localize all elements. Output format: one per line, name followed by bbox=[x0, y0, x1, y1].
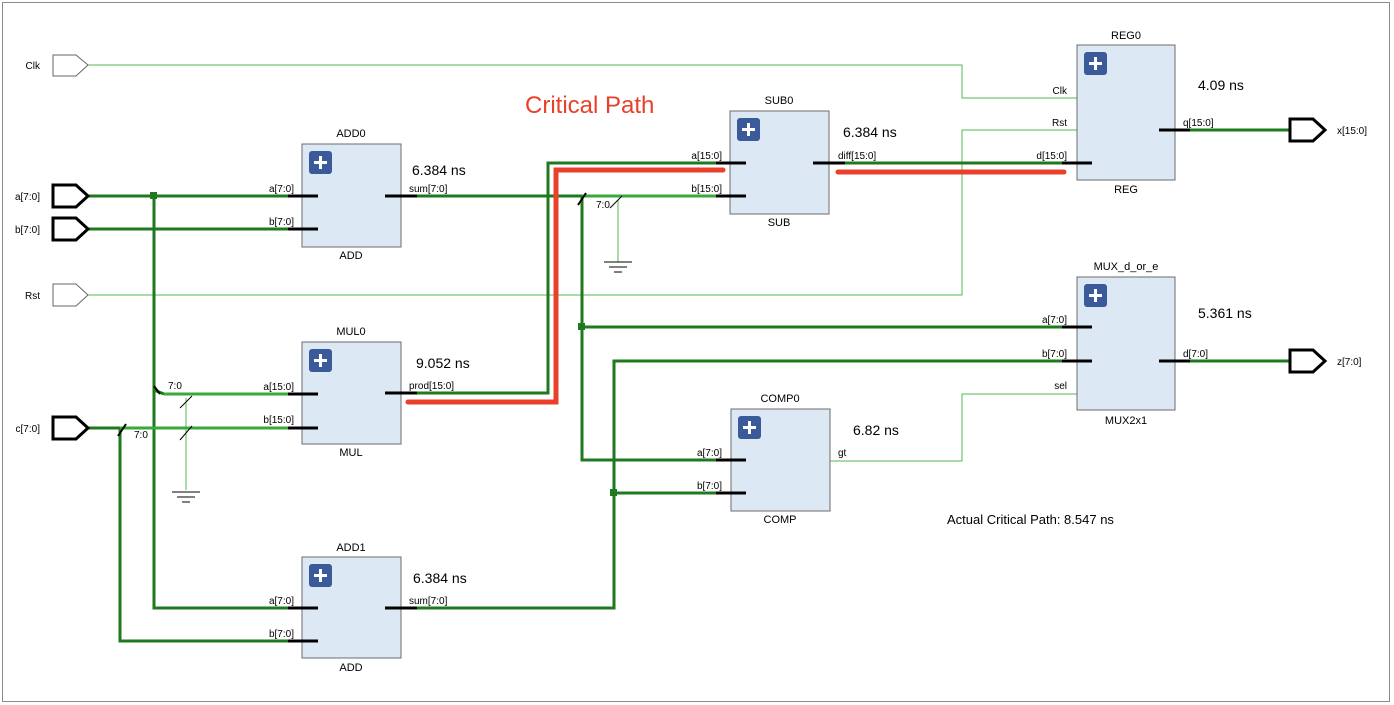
port-label: Clk bbox=[26, 61, 41, 72]
port-label: b[7:0] bbox=[15, 225, 40, 236]
block-name: COMP0 bbox=[760, 393, 799, 405]
block-name: SUB0 bbox=[765, 95, 794, 107]
sum1-wire bbox=[417, 359, 1078, 610]
block-mux[interactable]: MUX_d_or_e a[7:0] b[7:0] sel d[7:0] MUX2… bbox=[1042, 261, 1208, 427]
pin-label: b[7:0] bbox=[697, 481, 722, 492]
pin-label: b[7:0] bbox=[269, 629, 294, 640]
pin-label: Clk bbox=[1053, 86, 1068, 97]
block-name: REG0 bbox=[1111, 30, 1141, 42]
pin-label: sel bbox=[1054, 381, 1067, 392]
block-name: MUL0 bbox=[336, 326, 365, 338]
block-reg0[interactable]: REG0 Clk Rst d[15:0] q[15:0] REG bbox=[1036, 30, 1213, 196]
pin-label: b[15:0] bbox=[263, 415, 294, 426]
port-c[interactable]: c[7:0] bbox=[16, 415, 91, 441]
rst-wire bbox=[88, 129, 1078, 296]
timing-label: 5.361 ns bbox=[1198, 305, 1252, 321]
port-label: a[7:0] bbox=[15, 192, 40, 203]
ground-icon bbox=[604, 261, 632, 273]
pin-label: sum[7:0] bbox=[409, 184, 448, 195]
timing-label: 6.384 ns bbox=[843, 124, 897, 140]
block-type: MUL bbox=[339, 447, 362, 459]
pin-label: b[7:0] bbox=[1042, 349, 1067, 360]
port-z[interactable]: z[7:0] bbox=[1288, 348, 1362, 374]
a-to-add1-wire bbox=[152, 196, 288, 610]
block-add0[interactable]: ADD0 a[7:0] b[7:0] sum[7:0] ADD bbox=[269, 128, 448, 262]
slice-label: 7:0 bbox=[134, 430, 148, 441]
ground-icon bbox=[172, 491, 200, 503]
port-b[interactable]: b[7:0] bbox=[15, 216, 91, 242]
pin-label: a[7:0] bbox=[269, 184, 294, 195]
port-label: Rst bbox=[25, 291, 40, 302]
pin-label: b[7:0] bbox=[269, 217, 294, 228]
block-type: MUX2x1 bbox=[1105, 415, 1147, 427]
port-label: x[15:0] bbox=[1337, 126, 1367, 137]
pin-label: d[7:0] bbox=[1183, 349, 1208, 360]
port-label: c[7:0] bbox=[16, 424, 41, 435]
bus-slice-mark bbox=[117, 423, 127, 437]
pin-label: Rst bbox=[1052, 118, 1067, 129]
port-rst[interactable]: Rst bbox=[25, 283, 89, 307]
block-type: REG bbox=[1114, 184, 1138, 196]
timing-label: 9.052 ns bbox=[416, 355, 470, 371]
pin-label: sum[7:0] bbox=[409, 596, 448, 607]
pin-label: a[7:0] bbox=[1042, 315, 1067, 326]
timing-label: 6.384 ns bbox=[412, 162, 466, 178]
port-label: z[7:0] bbox=[1337, 357, 1362, 368]
pin-label: b[15:0] bbox=[691, 184, 722, 195]
bus-slice-mark bbox=[179, 425, 193, 441]
bus-slice-mark bbox=[577, 192, 587, 206]
block-type: ADD bbox=[339, 250, 362, 262]
junction-dot bbox=[150, 192, 157, 199]
block-add1[interactable]: ADD1 a[7:0] b[7:0] sum[7:0] ADD bbox=[269, 542, 448, 674]
critical-path-label: Critical Path bbox=[525, 92, 654, 119]
c-to-add1-wire bbox=[88, 426, 288, 643]
bus-slice-mark bbox=[153, 385, 161, 395]
block-name: MUX_d_or_e bbox=[1094, 261, 1159, 273]
pin-label: a[15:0] bbox=[691, 151, 722, 162]
port-x[interactable]: x[15:0] bbox=[1288, 117, 1367, 143]
block-comp0[interactable]: COMP0 a[7:0] b[7:0] gt COMP bbox=[697, 393, 847, 526]
bus-slice-mark bbox=[179, 395, 193, 409]
actual-critical-path-note: Actual Critical Path: 8.547 ns bbox=[947, 512, 1114, 527]
port-a[interactable]: a[7:0] bbox=[15, 183, 91, 209]
junction-dot bbox=[578, 323, 585, 330]
pin-label: prod[15:0] bbox=[409, 381, 454, 392]
bus-slice-mark bbox=[609, 195, 623, 209]
pin-label: a[15:0] bbox=[263, 382, 294, 393]
timing-label: 6.384 ns bbox=[413, 570, 467, 586]
slice-label: 7:0 bbox=[168, 381, 182, 392]
block-sub0[interactable]: SUB0 a[15:0] b[15:0] diff[15:0] SUB bbox=[691, 95, 876, 229]
timing-label: 4.09 ns bbox=[1198, 77, 1244, 93]
pin-label: d[15:0] bbox=[1036, 151, 1067, 162]
pin-label: diff[15:0] bbox=[838, 151, 876, 162]
pin-label: q[15:0] bbox=[1183, 118, 1214, 129]
critical-path-highlight bbox=[405, 167, 726, 405]
block-name: ADD1 bbox=[336, 542, 365, 554]
pin-label: a[7:0] bbox=[697, 448, 722, 459]
prod-wire bbox=[417, 161, 732, 395]
slice-label: 7:0 bbox=[596, 200, 610, 211]
block-name: ADD0 bbox=[336, 128, 365, 140]
junction-dot bbox=[610, 489, 617, 496]
timing-label: 6.82 ns bbox=[853, 422, 899, 438]
pin-label: a[7:0] bbox=[269, 596, 294, 607]
block-type: ADD bbox=[339, 662, 362, 674]
clk-wire bbox=[88, 64, 1078, 99]
port-clk[interactable]: Clk bbox=[26, 54, 89, 77]
pin-label: gt bbox=[838, 448, 847, 459]
block-type: SUB bbox=[768, 217, 791, 229]
gt-sel-wire bbox=[830, 393, 1078, 462]
block-type: COMP bbox=[764, 514, 797, 526]
block-mul0[interactable]: MUL0 a[15:0] b[15:0] prod[15:0] MUL bbox=[263, 326, 454, 459]
